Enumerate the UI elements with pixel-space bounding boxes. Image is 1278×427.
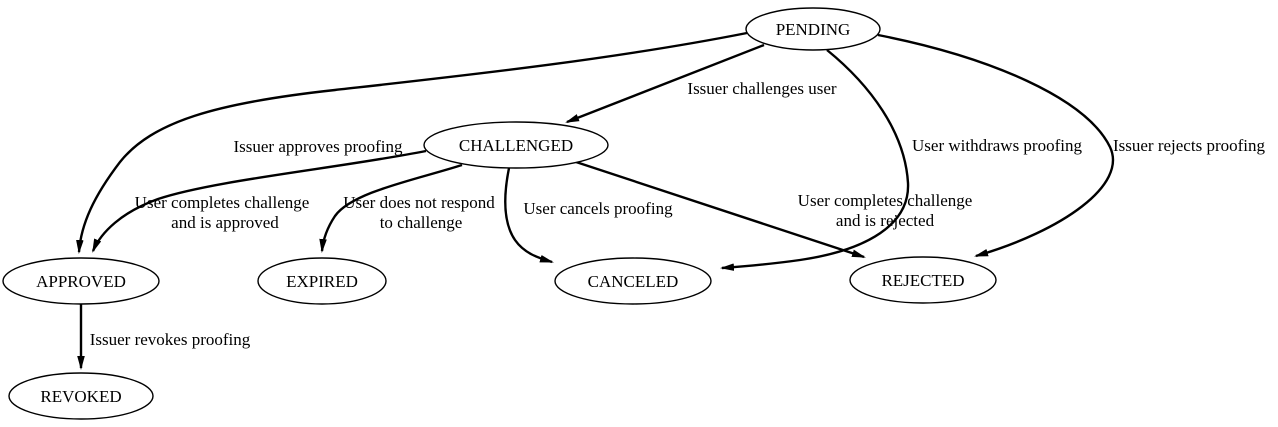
node-challenged-label: CHALLENGED (459, 136, 573, 155)
edge-challenged-approved (91, 149, 427, 253)
edge-label-user-does-not-respond-line2: to challenge (380, 213, 463, 232)
node-pending: PENDING (745, 7, 881, 51)
edge-label-user-completes-challenge-approved-line2: and is approved (171, 213, 279, 232)
edge-label-user-completes-challenge-rejected-line2: and is rejected (836, 211, 935, 230)
node-pending-label: PENDING (776, 20, 851, 39)
edge-pending-challenged (565, 43, 765, 124)
node-rejected: REJECTED (849, 256, 997, 304)
nodes: PENDING CHALLENGED APPROVED EXPIRED CANC… (2, 7, 997, 420)
edge-label-issuer-revokes-proofing: Issuer revokes proofing (90, 330, 251, 349)
node-revoked-label: REVOKED (40, 387, 121, 406)
node-challenged-ellipse (423, 121, 609, 169)
node-revoked: REVOKED (8, 372, 154, 420)
node-expired-label: EXPIRED (286, 272, 358, 291)
edge-labels: Issuer challenges user Issuer approves p… (90, 79, 1266, 349)
edge-pending-approved (76, 31, 748, 254)
node-expired: EXPIRED (257, 257, 387, 305)
edge-label-user-cancels-proofing: User cancels proofing (523, 199, 673, 218)
edge-challenged-expired (319, 163, 463, 253)
edge-label-user-does-not-respond-line1: User does not respond (343, 193, 495, 212)
node-approved-label: APPROVED (36, 272, 126, 291)
node-canceled-ellipse (554, 257, 712, 305)
node-rejected-label: REJECTED (881, 271, 964, 290)
node-canceled: CANCELED (554, 257, 712, 305)
edge-label-user-completes-challenge-rejected-line1: User completes challenge (798, 191, 973, 210)
node-challenged: CHALLENGED (423, 121, 609, 169)
node-rejected-ellipse (849, 256, 997, 304)
node-revoked-ellipse (8, 372, 154, 420)
edge-challenged-canceled (503, 167, 554, 264)
node-approved: APPROVED (2, 257, 160, 305)
node-expired-ellipse (257, 257, 387, 305)
node-approved-ellipse (2, 257, 160, 305)
edges (76, 31, 1115, 370)
edge-challenged-rejected (575, 160, 866, 259)
edge-pending-rejected (877, 33, 1115, 258)
node-pending-ellipse (745, 7, 881, 51)
edge-label-issuer-challenges-user: Issuer challenges user (687, 79, 837, 98)
edge-label-user-completes-challenge-approved-line1: User completes challenge (135, 193, 310, 212)
edge-label-issuer-rejects-proofing: Issuer rejects proofing (1113, 136, 1266, 155)
node-canceled-label: CANCELED (588, 272, 679, 291)
edge-pending-canceled (720, 49, 910, 271)
edge-label-issuer-approves-proofing: Issuer approves proofing (233, 137, 403, 156)
edge-label-user-withdraws-proofing: User withdraws proofing (912, 136, 1082, 155)
